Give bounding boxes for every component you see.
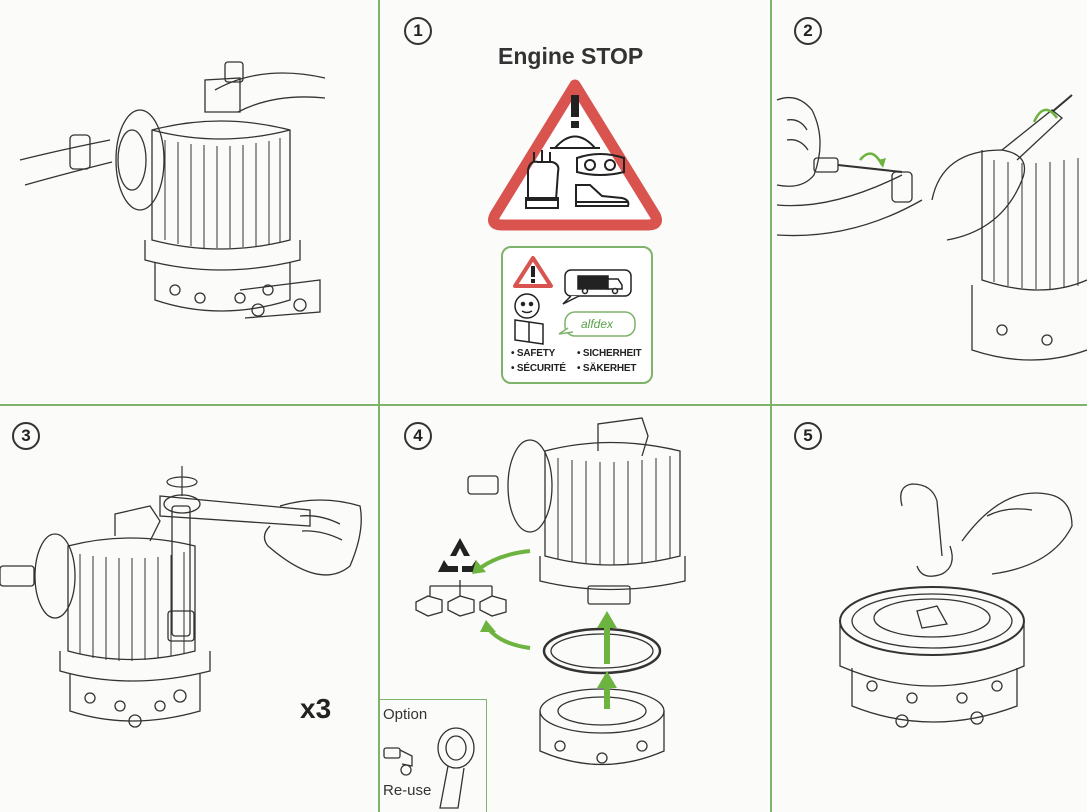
truck-icon (562, 269, 632, 305)
safety-word-de: • SICHERHEIT (577, 348, 642, 359)
reuse-label: Re-use (383, 782, 432, 799)
grid-divider-v1 (378, 0, 380, 812)
engine-stop-title: Engine STOP (498, 43, 644, 69)
goggles-icon (576, 153, 625, 176)
panel-step-3: 3 (0, 406, 378, 812)
grid-divider-h1 (0, 404, 1087, 406)
safety-shoes-icon (575, 184, 630, 207)
safety-word-fr: • SÉCURITÉ (511, 363, 566, 374)
safety-word-en: • SAFETY (511, 348, 556, 359)
step-number-badge: 1 (404, 17, 432, 45)
panel-step-5: 5 (772, 406, 1087, 812)
reuse-parts-illustration (383, 727, 475, 809)
safety-card-icons (513, 256, 636, 345)
disassemble-illustration (415, 417, 686, 766)
step-number-badge: 3 (12, 422, 40, 450)
person-reading-icon (514, 293, 544, 345)
remove-bolts-illustration (0, 466, 362, 728)
loosen-hose-clamp-illustration (776, 94, 1087, 361)
ppe-warning-illustration (488, 79, 662, 231)
step-number-badge: 4 (404, 422, 432, 450)
separator-illustration (19, 61, 326, 319)
panel-step-1: 1 Engine STOP (380, 0, 770, 404)
hard-hat-icon (550, 135, 600, 149)
clean-base-illustration (839, 483, 1073, 728)
safety-instructions-card: alfdex • SAFETY • SICHERHEIT • SÉCURITÉ … (501, 246, 653, 384)
option-reuse-box: Option Re-use (380, 699, 487, 812)
panel-step-4: 4 (380, 406, 770, 812)
panel-separator-overview (0, 0, 378, 404)
option-label: Option (383, 706, 428, 723)
alfdex-logo: alfdex (581, 317, 614, 331)
step-number-badge: 2 (794, 17, 822, 45)
warning-triangle-icon (488, 79, 662, 231)
panel-step-2: 2 (772, 0, 1087, 404)
repeat-count: x3 (300, 693, 332, 724)
safety-word-sv: • SÄKERHET (577, 363, 637, 374)
step-number-badge: 5 (794, 422, 822, 450)
grid-divider-v2 (770, 0, 772, 812)
gloves-icon (525, 150, 560, 209)
